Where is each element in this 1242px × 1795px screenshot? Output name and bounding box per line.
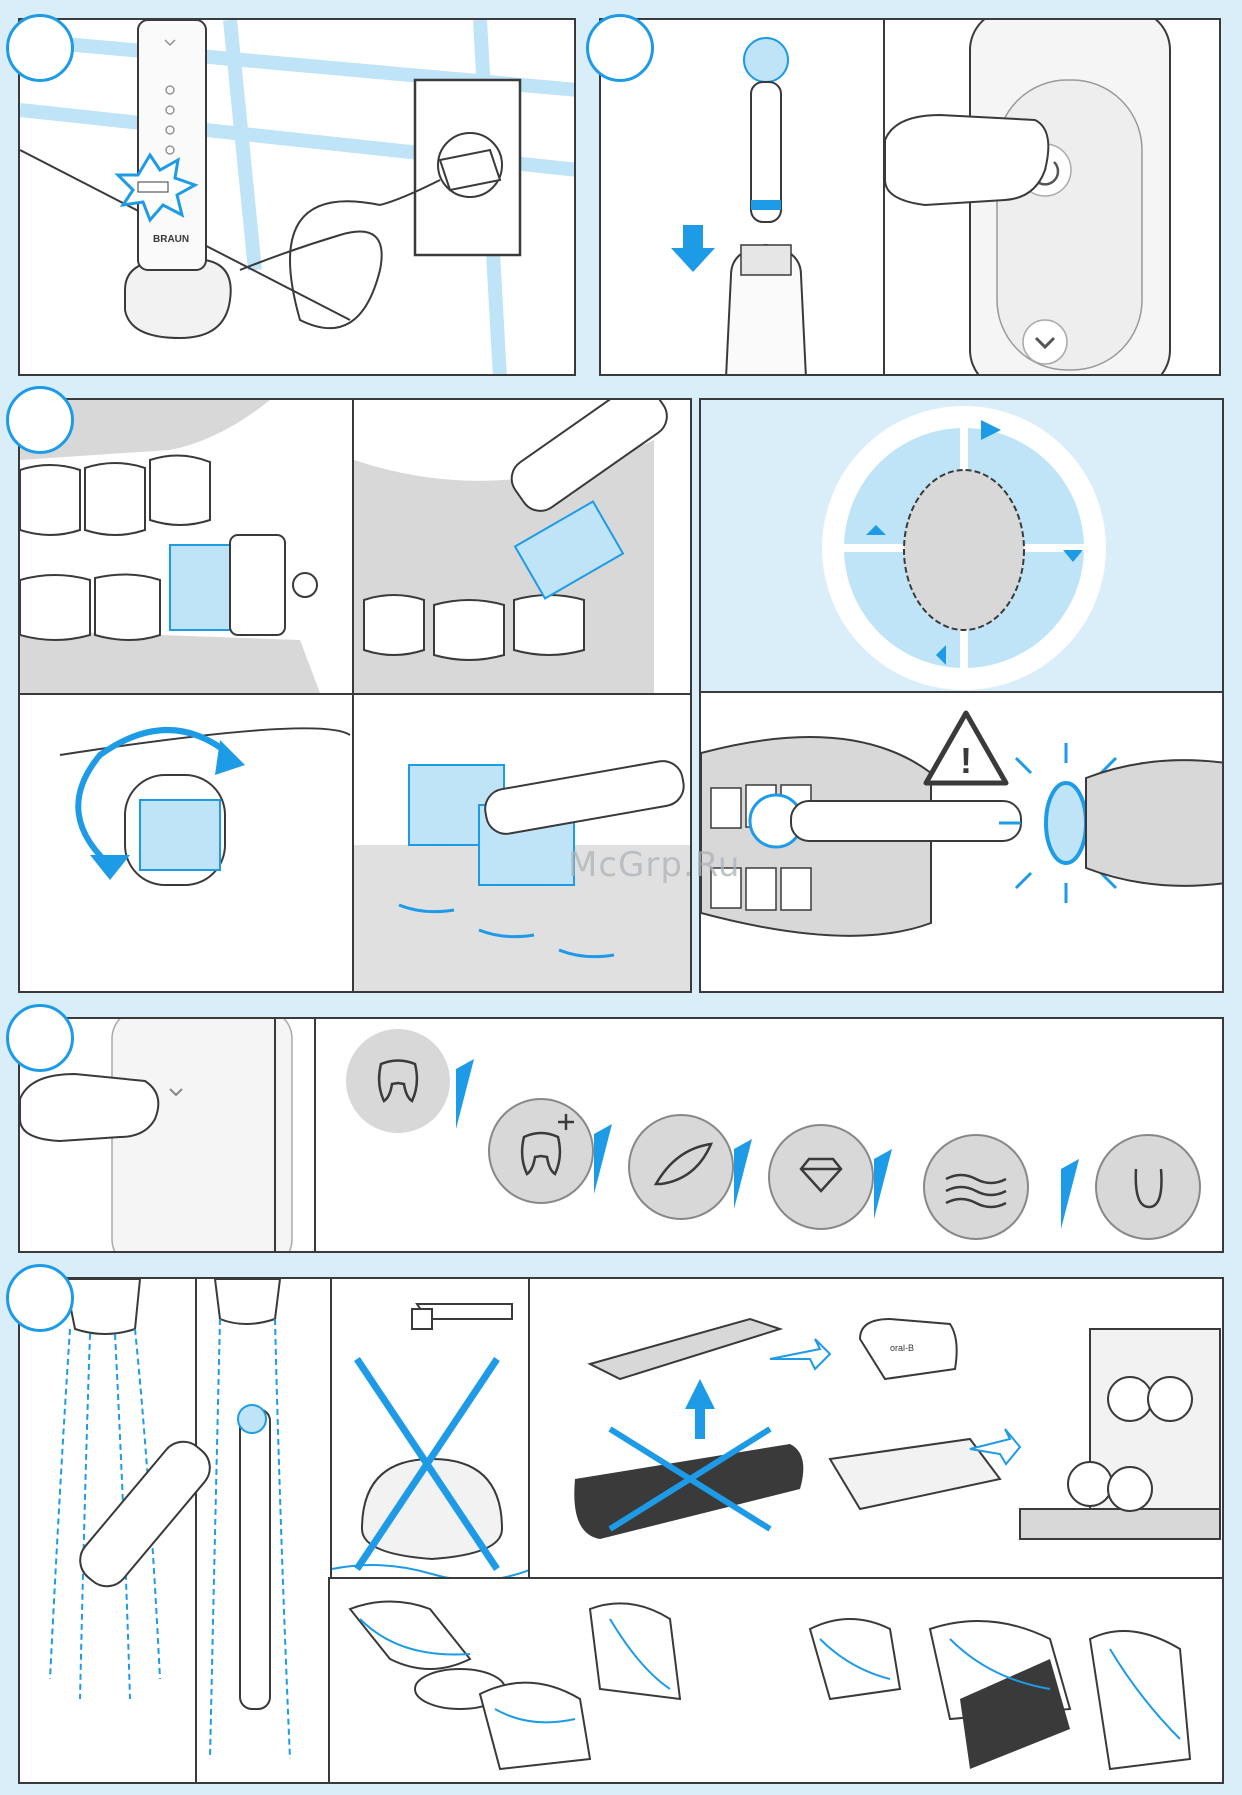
panel-charging: BRAUN <box>18 18 576 376</box>
pro-clean-icon <box>489 1099 593 1203</box>
brush-head-icon <box>744 38 788 222</box>
panel-power-button <box>883 18 1221 376</box>
refill-tray-label: oral-B <box>890 1343 914 1353</box>
faucet-icon <box>50 1279 290 1759</box>
panel-pressure-warning: ! <box>699 691 1224 993</box>
panel-brushing-modes <box>314 1017 1224 1253</box>
step-marker-2 <box>586 14 654 82</box>
whitening-icon <box>769 1125 873 1229</box>
travel-case-icon <box>574 1319 830 1539</box>
step-marker-3 <box>6 386 74 454</box>
gum-care-icon <box>924 1135 1028 1239</box>
step-marker-1 <box>6 14 74 82</box>
panel-quadrant-timer <box>699 398 1224 693</box>
panel-case-and-dishwasher: oral-B <box>528 1277 1224 1579</box>
dishwasher-icon <box>1020 1329 1220 1539</box>
panel-wipe-dry <box>328 1577 1224 1784</box>
toothbrush-handle-icon <box>138 20 206 270</box>
tongue-clean-icon <box>1096 1135 1200 1239</box>
step-marker-5 <box>6 1264 74 1332</box>
no-water-icon <box>332 1304 530 1595</box>
charger-icon <box>125 260 231 338</box>
quadrant-timer-icon <box>701 400 1224 693</box>
sensitive-icon <box>629 1115 733 1219</box>
brand-label: BRAUN <box>153 234 189 245</box>
panel-brushing-technique <box>18 398 692 993</box>
brushing-modes-sequence <box>316 1019 1224 1253</box>
step-marker-4 <box>6 1004 74 1072</box>
cloth-wipe-icon <box>330 1579 1224 1784</box>
daily-clean-icon <box>346 1029 450 1133</box>
down-arrow-icon <box>671 225 715 272</box>
svg-text:!: ! <box>960 740 972 781</box>
attach-head-illustration <box>601 20 885 376</box>
pressure-warning-illustration: ! <box>701 693 1224 993</box>
charging-illustration: BRAUN <box>20 20 576 376</box>
power-button-illustration <box>885 20 1221 376</box>
watermark: McGrp.Ru <box>568 845 740 885</box>
brushing-technique-illustration <box>20 400 692 993</box>
mouth-icon <box>20 400 320 693</box>
case-dishwasher-illustration: oral-B <box>530 1279 1224 1579</box>
